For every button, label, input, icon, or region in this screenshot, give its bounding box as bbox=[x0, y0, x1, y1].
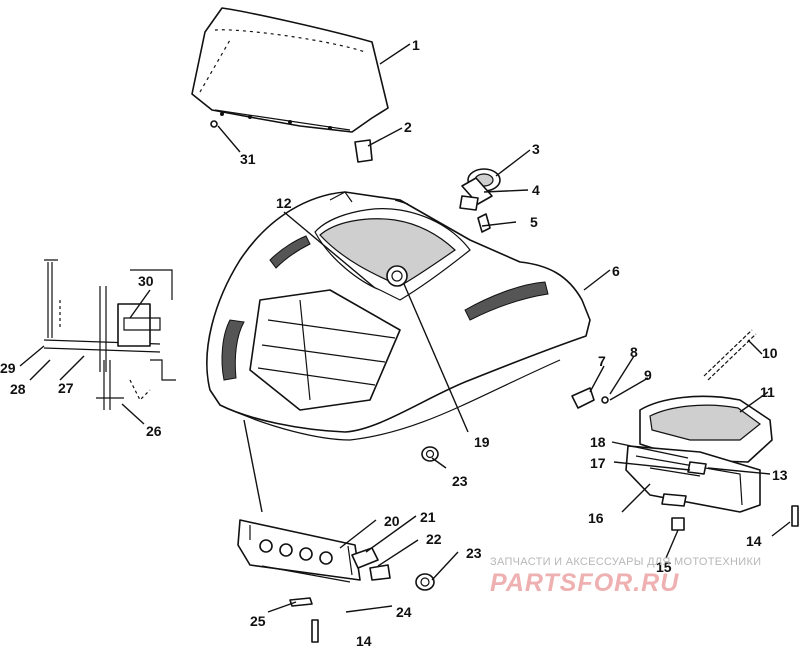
gauge bbox=[461, 168, 501, 205]
callout-23-upper: 23 bbox=[452, 473, 468, 489]
watermark-tagline: ЗАПЧАСТИ И АКСЕССУАРЫ ДЛЯ МОТОТЕХНИКИ bbox=[490, 556, 762, 568]
callout-1: 1 bbox=[412, 37, 420, 53]
callout-24: 24 bbox=[396, 604, 412, 620]
leader-lines bbox=[19, 43, 791, 613]
windshield-fastener bbox=[354, 139, 373, 163]
gauge-bracket bbox=[459, 195, 479, 211]
callout-8: 8 bbox=[630, 344, 638, 360]
cover-pin bbox=[289, 597, 313, 607]
callout-4: 4 bbox=[532, 182, 540, 198]
callout-14-right: 14 bbox=[746, 533, 762, 549]
cover-screw bbox=[311, 619, 319, 643]
callout-22: 22 bbox=[426, 531, 442, 547]
windshield-screw bbox=[210, 120, 218, 128]
hood-knob-upper bbox=[421, 446, 439, 462]
callout-26: 26 bbox=[146, 423, 162, 439]
hood-knob-lower bbox=[415, 573, 435, 591]
callout-31: 31 bbox=[240, 151, 256, 167]
callout-17: 17 bbox=[590, 455, 606, 471]
bulb-and-socket bbox=[571, 387, 609, 409]
gauge-screw bbox=[477, 213, 491, 233]
callout-15: 15 bbox=[656, 559, 672, 575]
callout-23-lower: 23 bbox=[466, 545, 482, 561]
callout-29: 29 bbox=[0, 360, 16, 376]
callout-13: 13 bbox=[772, 467, 788, 483]
windshield bbox=[191, 7, 389, 133]
callout-18: 18 bbox=[590, 434, 606, 450]
callout-28: 28 bbox=[10, 381, 26, 397]
callout-27: 27 bbox=[58, 380, 74, 396]
callout-14-bottom: 14 bbox=[356, 633, 372, 649]
harness-assembly bbox=[43, 259, 176, 410]
callout-25: 25 bbox=[250, 613, 266, 629]
callout-30: 30 bbox=[138, 273, 154, 289]
front-cover bbox=[237, 519, 361, 583]
headlight-assembly bbox=[625, 395, 773, 513]
headlight-screw-long bbox=[703, 329, 757, 381]
hood bbox=[206, 191, 591, 441]
callout-7: 7 bbox=[598, 353, 606, 369]
watermark: ЗАПЧАСТИ И АКСЕССУАРЫ ДЛЯ МОТОТЕХНИКИ PA… bbox=[490, 556, 790, 598]
callout-9: 9 bbox=[644, 367, 652, 383]
callout-12: 12 bbox=[276, 195, 292, 211]
callout-3: 3 bbox=[532, 141, 540, 157]
callout-5: 5 bbox=[530, 214, 538, 230]
callout-20: 20 bbox=[384, 513, 400, 529]
grommet-front bbox=[369, 564, 391, 581]
callout-2: 2 bbox=[404, 119, 412, 135]
callout-6: 6 bbox=[612, 263, 620, 279]
cover-bracket bbox=[351, 547, 379, 569]
headlight-mount-screw bbox=[671, 505, 799, 531]
callout-21: 21 bbox=[420, 509, 436, 525]
watermark-logo: PARTSFOR.RU bbox=[490, 569, 680, 597]
callout-16: 16 bbox=[588, 510, 604, 526]
callout-19: 19 bbox=[474, 434, 490, 450]
callout-11: 11 bbox=[760, 384, 775, 400]
callout-10: 10 bbox=[762, 345, 778, 361]
callout-labels: 1 2 3 4 5 6 7 8 9 10 11 12 13 14 14 15 1… bbox=[0, 37, 788, 649]
